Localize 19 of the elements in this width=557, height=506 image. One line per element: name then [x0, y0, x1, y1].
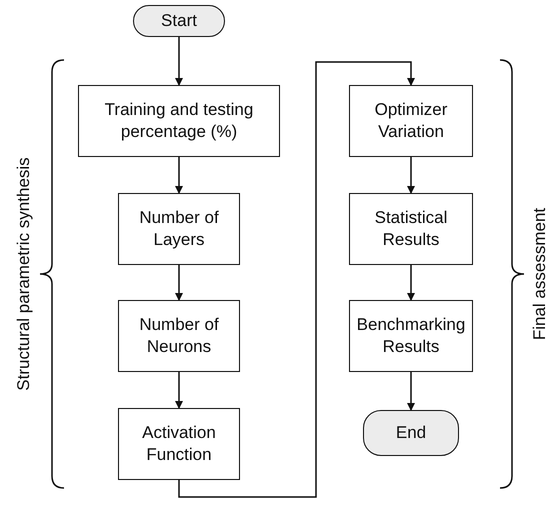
process-box: Number of Layers: [118, 193, 240, 265]
terminal-node: Start: [133, 5, 225, 37]
arrow: [178, 61, 415, 498]
arrow: [407, 265, 415, 301]
process-box: Optimizer Variation: [349, 85, 473, 157]
terminal-node: End: [363, 410, 459, 456]
arrow: [175, 372, 183, 409]
arrow: [175, 157, 183, 194]
arrow: [175, 37, 183, 86]
arrow: [407, 157, 415, 194]
arrow: [407, 372, 415, 411]
process-box: Training and testing percentage (%): [78, 85, 280, 157]
process-box: Number of Neurons: [118, 300, 240, 372]
process-box: Benchmarking Results: [349, 300, 473, 372]
process-box: Statistical Results: [349, 193, 473, 265]
side-label: Final assessment: [530, 208, 550, 340]
arrow: [175, 265, 183, 301]
side-label: Structural parametric synthesis: [14, 157, 34, 391]
process-box: Activation Function: [118, 408, 240, 480]
